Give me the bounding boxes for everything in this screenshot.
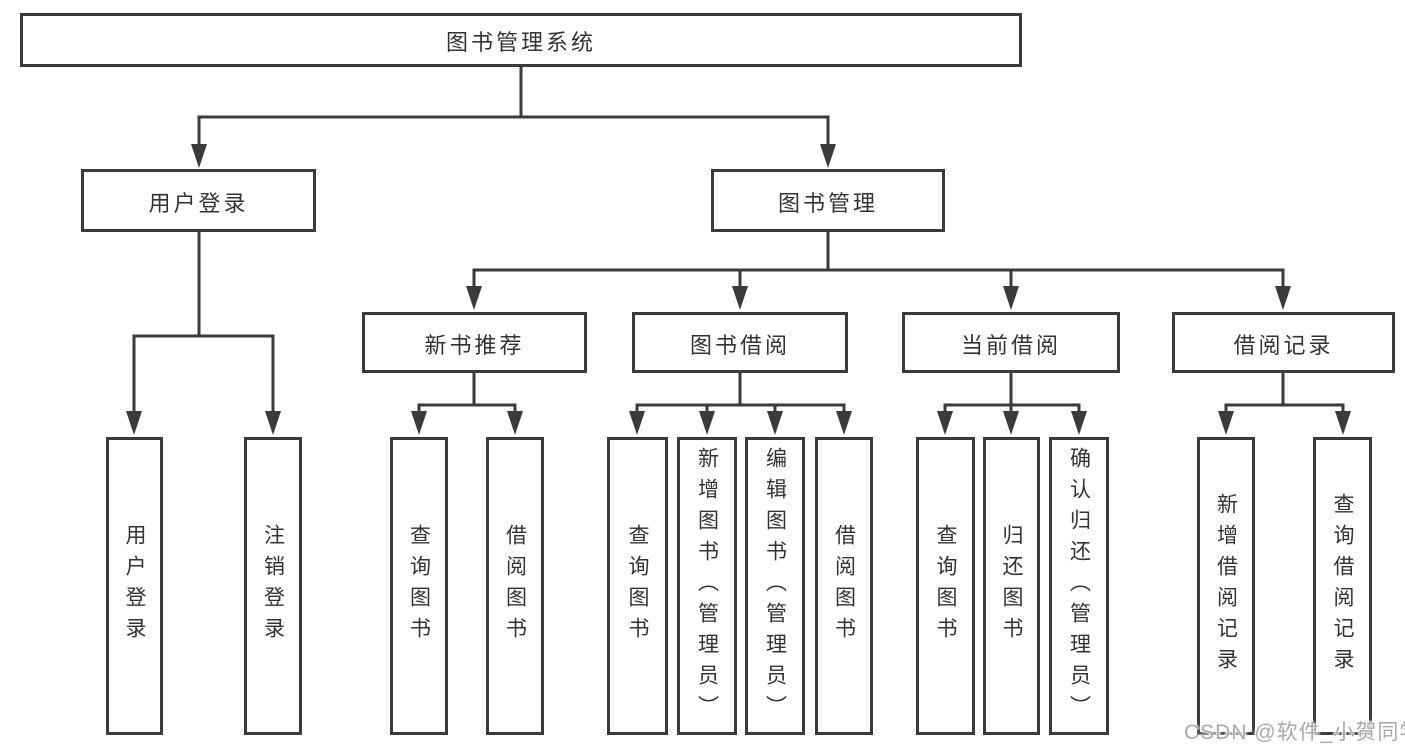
leaf-query-books-recommend: 查询图书 [390, 437, 448, 735]
leaf-return-books: 归还图书 [983, 437, 1040, 735]
leaf-borrow-books-recommend: 借阅图书 [486, 437, 544, 735]
leaf-confirm-return-admin: 确认归还（管理员） [1049, 437, 1109, 735]
leaf-add-borrow-record: 新增借阅记录 [1197, 437, 1255, 735]
leaf-query-books-borrowing: 查询图书 [607, 437, 668, 735]
node-user-login: 用户登录 [81, 169, 316, 232]
node-current-borrowing: 当前借阅 [902, 312, 1120, 373]
node-borrowing-records: 借阅记录 [1172, 312, 1395, 373]
leaf-query-books-current: 查询图书 [916, 437, 975, 735]
node-book-borrowing: 图书借阅 [632, 312, 848, 373]
leaf-logout: 注销登录 [244, 437, 302, 735]
leaf-edit-books-admin: 编辑图书（管理员） [745, 437, 805, 735]
leaf-add-books-admin: 新增图书（管理员） [677, 437, 737, 735]
node-library-system: 图书管理系统 [20, 13, 1022, 67]
node-book-management: 图书管理 [711, 169, 945, 232]
leaf-query-borrow-record: 查询借阅记录 [1313, 437, 1372, 735]
leaf-user-login: 用户登录 [106, 437, 163, 735]
node-new-book-recommend: 新书推荐 [362, 312, 587, 373]
csdn-watermark: CSDN @软件_小贺同学 [1184, 721, 1405, 744]
leaf-borrow-books-borrowing: 借阅图书 [815, 437, 873, 735]
